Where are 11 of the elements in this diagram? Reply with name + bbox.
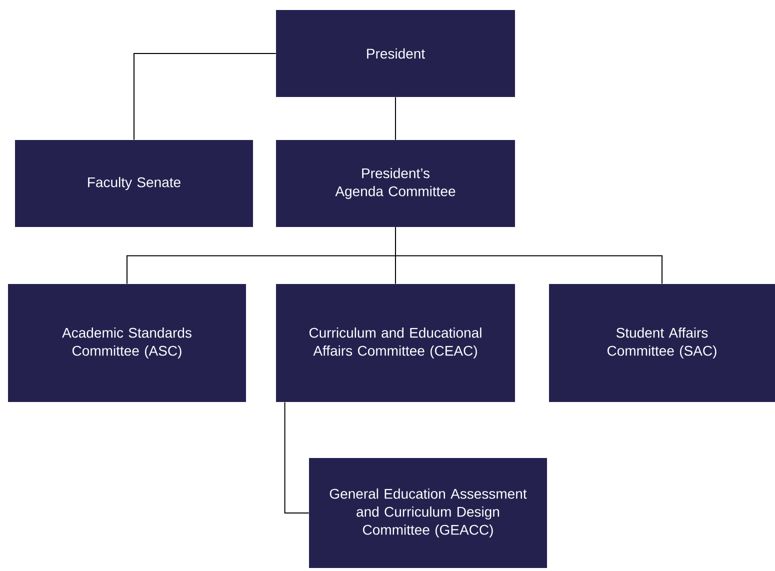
committee-box: Academic Standards Committee (ASC) (8, 284, 246, 402)
connector-line (395, 226, 662, 284)
committee-box: Faculty Senate (15, 140, 253, 227)
committee-box: Student Affairs Committee (SAC) (549, 284, 775, 402)
connector-line (284, 402, 310, 514)
connector-line (395, 96, 396, 140)
connector-line (134, 53, 276, 140)
committee-box: General Education Assessment and Curriculum Design Committee (GEACC) (309, 458, 547, 568)
committee-box: Curriculum and Educational Affairs Committee (CEAC) (276, 284, 515, 402)
committee-box: President’s Agenda Committee (276, 140, 515, 227)
committee-box: President (276, 10, 515, 97)
